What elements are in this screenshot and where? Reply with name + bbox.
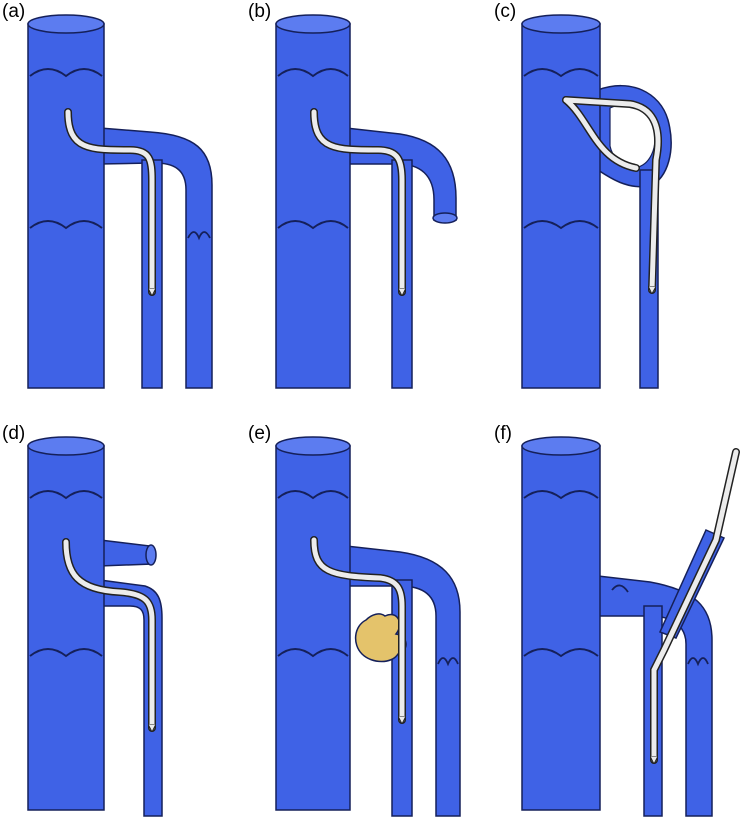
vein-opening (275, 436, 351, 456)
valve (523, 68, 599, 78)
branch-vessel (99, 127, 213, 389)
panel-a (27, 14, 213, 389)
main-vein (521, 445, 601, 811)
stub-branch (99, 539, 153, 567)
valve (277, 648, 349, 658)
panel-label-d: (d) (2, 423, 26, 444)
valve (437, 657, 459, 667)
vein-opening (27, 436, 105, 456)
valve (611, 584, 629, 593)
main-vein (275, 23, 351, 389)
vein-opening (521, 14, 601, 34)
panel-f (521, 436, 740, 817)
valve (29, 490, 103, 500)
valve (687, 657, 709, 667)
cyst (354, 613, 407, 663)
panel-label-e: (e) (248, 423, 272, 444)
panel-e (275, 436, 461, 817)
main-vein (275, 445, 351, 811)
valve (29, 648, 103, 658)
panel-label-a: (a) (2, 1, 26, 22)
branch-vessel (99, 579, 163, 817)
main-vein (27, 23, 105, 389)
valve (523, 220, 599, 230)
panel-b (275, 14, 458, 389)
panel-d (27, 436, 163, 817)
vein-opening (275, 14, 351, 34)
cut-branch-end (432, 212, 458, 224)
valve (277, 490, 349, 500)
vein-opening (27, 14, 105, 34)
panel-label-b: (b) (248, 1, 272, 22)
valve (277, 220, 349, 230)
valve (277, 68, 349, 78)
valve (523, 490, 599, 500)
panel-label-f: (f) (494, 423, 512, 444)
cut-branch-end (145, 544, 157, 566)
main-vein (27, 445, 105, 811)
vein-opening (521, 436, 601, 456)
panel-label-c: (c) (494, 1, 517, 22)
valve (29, 68, 103, 78)
valve (29, 220, 103, 230)
panel-c (521, 14, 672, 389)
main-vein (521, 23, 601, 389)
valve (187, 231, 211, 241)
valve (523, 648, 599, 658)
